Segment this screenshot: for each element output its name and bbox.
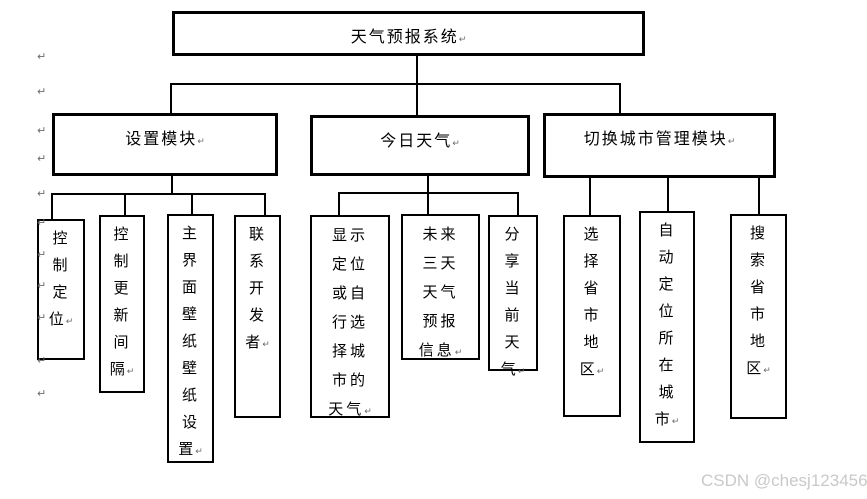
paragraph-mark-icon: ↵ xyxy=(37,216,47,229)
node-label: 天气预报系统 xyxy=(350,29,459,46)
paragraph-mark-icon: ↵ xyxy=(37,50,47,63)
node-city-switch-module: 切换城市管理模块↵ xyxy=(543,113,776,178)
node-contact-developer: 联系开发者↵ xyxy=(234,215,281,418)
paragraph-mark-icon: ↵ xyxy=(671,417,680,427)
connector-line xyxy=(427,192,429,215)
connector-line xyxy=(124,193,126,216)
connector-line xyxy=(427,176,429,194)
node-main-wallpaper-settings: 主界面壁纸壁纸设置↵ xyxy=(167,214,214,463)
paragraph-mark-icon: ↵ xyxy=(37,85,47,98)
node-search-province-city: 搜索省市地区↵ xyxy=(730,214,787,419)
connector-line xyxy=(51,193,53,220)
paragraph-mark-icon: ↵ xyxy=(517,367,526,377)
connector-line xyxy=(619,83,621,114)
paragraph-mark-icon: ↵ xyxy=(37,311,47,324)
paragraph-mark-icon: ↵ xyxy=(262,340,270,350)
paragraph-mark-icon: ↵ xyxy=(195,447,203,457)
node-label: 主界面壁纸壁纸设置 xyxy=(178,226,199,458)
node-label: 联系开发者 xyxy=(245,227,266,351)
paragraph-mark-icon: ↵ xyxy=(65,317,74,327)
connector-line xyxy=(589,178,591,216)
connector-line xyxy=(264,193,266,216)
node-label: 设置模块 xyxy=(125,131,198,148)
node-display-selected-city-weather: 显示定位或自行选择城市的天气↵ xyxy=(310,215,390,418)
paragraph-mark-icon: ↵ xyxy=(364,407,372,417)
connector-line xyxy=(170,83,621,85)
node-select-province-city: 选择省市地区↵ xyxy=(563,215,621,417)
connector-line xyxy=(667,178,669,212)
paragraph-mark-icon: ↵ xyxy=(763,366,771,376)
paragraph-mark-icon: ↵ xyxy=(37,124,47,137)
node-label: 控制定位 xyxy=(48,231,70,328)
connector-line xyxy=(170,83,172,114)
connector-line xyxy=(191,193,193,215)
paragraph-mark-icon: ↵ xyxy=(727,137,736,147)
node-control-positioning: 控制定位↵ xyxy=(37,219,85,360)
paragraph-mark-icon: ↵ xyxy=(126,367,135,377)
node-control-update-interval: 控制更新间隔↵ xyxy=(99,215,145,393)
connector-line xyxy=(517,192,519,216)
node-label: 显示定位或自行选择城市的天气 xyxy=(328,228,368,418)
connector-line xyxy=(758,178,760,215)
watermark-text: CSDN @chesj123456 xyxy=(701,471,867,490)
connector-line xyxy=(51,193,266,195)
node-label: 分享当前天气 xyxy=(500,227,522,378)
node-settings-module: 设置模块↵ xyxy=(52,113,278,176)
connector-line xyxy=(338,192,340,216)
node-label: 今日天气 xyxy=(380,133,453,150)
node-auto-locate-city: 自动定位所在城市↵ xyxy=(639,211,695,443)
paragraph-mark-icon: ↵ xyxy=(452,139,460,149)
paragraph-mark-icon: ↵ xyxy=(37,354,47,367)
paragraph-mark-icon: ↵ xyxy=(197,137,205,147)
paragraph-mark-icon: ↵ xyxy=(37,187,47,200)
connector-line xyxy=(416,83,418,116)
paragraph-mark-icon: ↵ xyxy=(37,279,47,292)
node-label: 控制更新间隔 xyxy=(109,227,131,378)
paragraph-mark-icon: ↵ xyxy=(596,367,605,377)
paragraph-mark-icon: ↵ xyxy=(37,387,47,400)
paragraph-mark-icon: ↵ xyxy=(458,35,467,45)
connector-line xyxy=(171,176,173,195)
paragraph-mark-icon: ↵ xyxy=(37,152,47,165)
node-label: 未来三天天气预报信息 xyxy=(418,227,459,359)
node-today-weather-module: 今日天气↵ xyxy=(310,115,530,176)
node-label: 切换城市管理模块 xyxy=(583,131,728,148)
paragraph-mark-icon: ↵ xyxy=(37,248,47,261)
node-three-day-forecast-info: 未来三天天气预报信息↵ xyxy=(401,214,480,360)
node-weather-forecast-system: 天气预报系统↵ xyxy=(172,11,645,56)
connector-line xyxy=(416,56,418,84)
node-label: 搜索省市地区 xyxy=(746,226,767,377)
node-label: 选择省市地区 xyxy=(579,227,601,378)
paragraph-mark-icon: ↵ xyxy=(454,348,463,358)
node-label: 自动定位所在城市 xyxy=(654,223,676,428)
node-share-current-weather: 分享当前天气↵ xyxy=(488,215,538,378)
